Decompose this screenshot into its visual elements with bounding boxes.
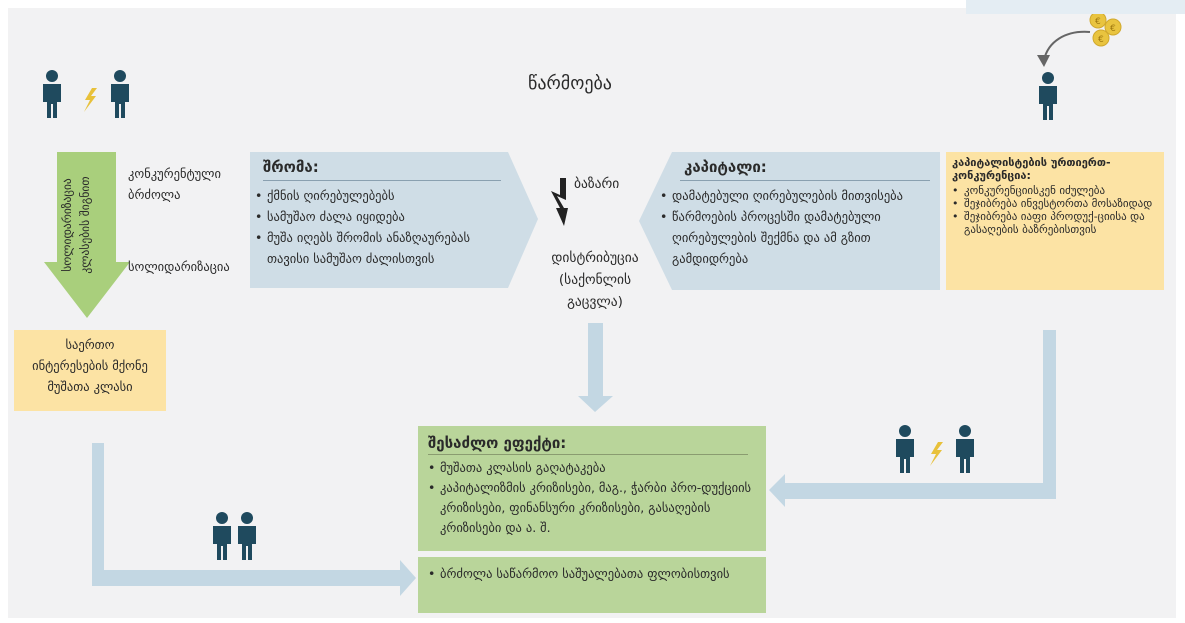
struggle-box: ბრძოლა საწარმოო საშუალებათა ფლობისთვის <box>418 557 766 613</box>
conflict-lightning-icon <box>930 442 943 466</box>
effects-item: კაპიტალიზმის კრიზისები, მაგ., ჭარბი პრო-… <box>428 478 756 538</box>
solidarity-arrow <box>44 152 130 318</box>
capitalists-item: შეჯიბრება ინვესტორთა მოსაზიდად <box>952 197 1158 210</box>
labor-item: მუშა იღებს შრომის ანაზღაურებას თავისი სა… <box>255 227 505 269</box>
coins-icon: € € € <box>1089 11 1122 47</box>
competition-label: კონკურენტული ბრძოლა <box>128 166 221 202</box>
labor-item: სამუშაო ძალა იყიდება <box>255 206 505 227</box>
solidarity-person-icon <box>238 512 256 560</box>
solidarity-person-icon <box>213 512 231 560</box>
worker-person-icon <box>111 70 129 118</box>
top-right-panel <box>966 0 1185 14</box>
effects-heading: შესაძლო ეფექტი: <box>428 434 567 452</box>
page-title: წარმოება <box>528 73 612 94</box>
struggle-item: ბრძოლა საწარმოო საშუალებათა ფლობისთვის <box>428 563 756 584</box>
capitalist-person-icon <box>956 425 974 473</box>
capital-item: დამატებული ღირებულების მითვისება <box>660 185 935 206</box>
labor-heading: შრომა: <box>263 158 319 176</box>
possible-effects-box: შესაძლო ეფექტი: მუშათა კლასის გაღატაკება… <box>418 426 766 551</box>
divider <box>428 454 748 455</box>
capital-box: კაპიტალი: დამატებული ღირებულების მითვისე… <box>660 154 935 269</box>
svg-text:€: € <box>1110 24 1116 34</box>
labor-item: ქმნის ღირებულებებს <box>255 185 505 206</box>
market-lightning-icon <box>551 178 568 226</box>
capitalists-heading: კაპიტალისტების ურთიერთ-კონკურენცია: <box>952 156 1111 182</box>
capitalist-person-icon <box>1039 72 1057 120</box>
right-connector <box>769 330 1056 507</box>
capital-item: წარმოების პროცესში დამატებული ღირებულები… <box>660 206 935 269</box>
effects-item: მუშათა კლასის გაღატაკება <box>428 458 756 478</box>
conflict-lightning-icon <box>84 88 97 112</box>
center-down-arrow <box>578 323 613 412</box>
capital-heading: კაპიტალი: <box>684 158 767 176</box>
svg-text:€: € <box>1098 35 1104 45</box>
solidarization-label: სოლიდარიზაცია <box>128 259 230 274</box>
capitalists-item: კონკურენციისკენ იძულება <box>952 184 1158 197</box>
working-class-box: საერთო ინტერესების მქონე მუშათა კლასი <box>14 330 166 411</box>
coin-arrow-icon <box>1043 30 1091 61</box>
left-connector <box>92 443 416 596</box>
market-label: ბაზარი <box>574 176 620 192</box>
labor-box: შრომა: ქმნის ღირებულებებს სამუშაო ძალა ი… <box>255 154 505 269</box>
worker-person-icon <box>43 70 61 118</box>
svg-text:€: € <box>1095 17 1101 27</box>
divider <box>680 180 930 181</box>
capitalists-item: შეჯიბრება იაფი პროდუქ-ციისა და გასაღების… <box>952 210 1158 236</box>
capitalist-person-icon <box>896 425 914 473</box>
distribution-label: დისტრიბუცია (საქონლის გაცვლა) <box>551 250 639 310</box>
solidarity-arrow-text: სოლიდარიზაცია კლასების შიგნით <box>60 176 92 274</box>
capitalists-competition-box: კაპიტალისტების ურთიერთ-კონკურენცია: კონკ… <box>946 152 1164 290</box>
divider <box>263 180 501 181</box>
